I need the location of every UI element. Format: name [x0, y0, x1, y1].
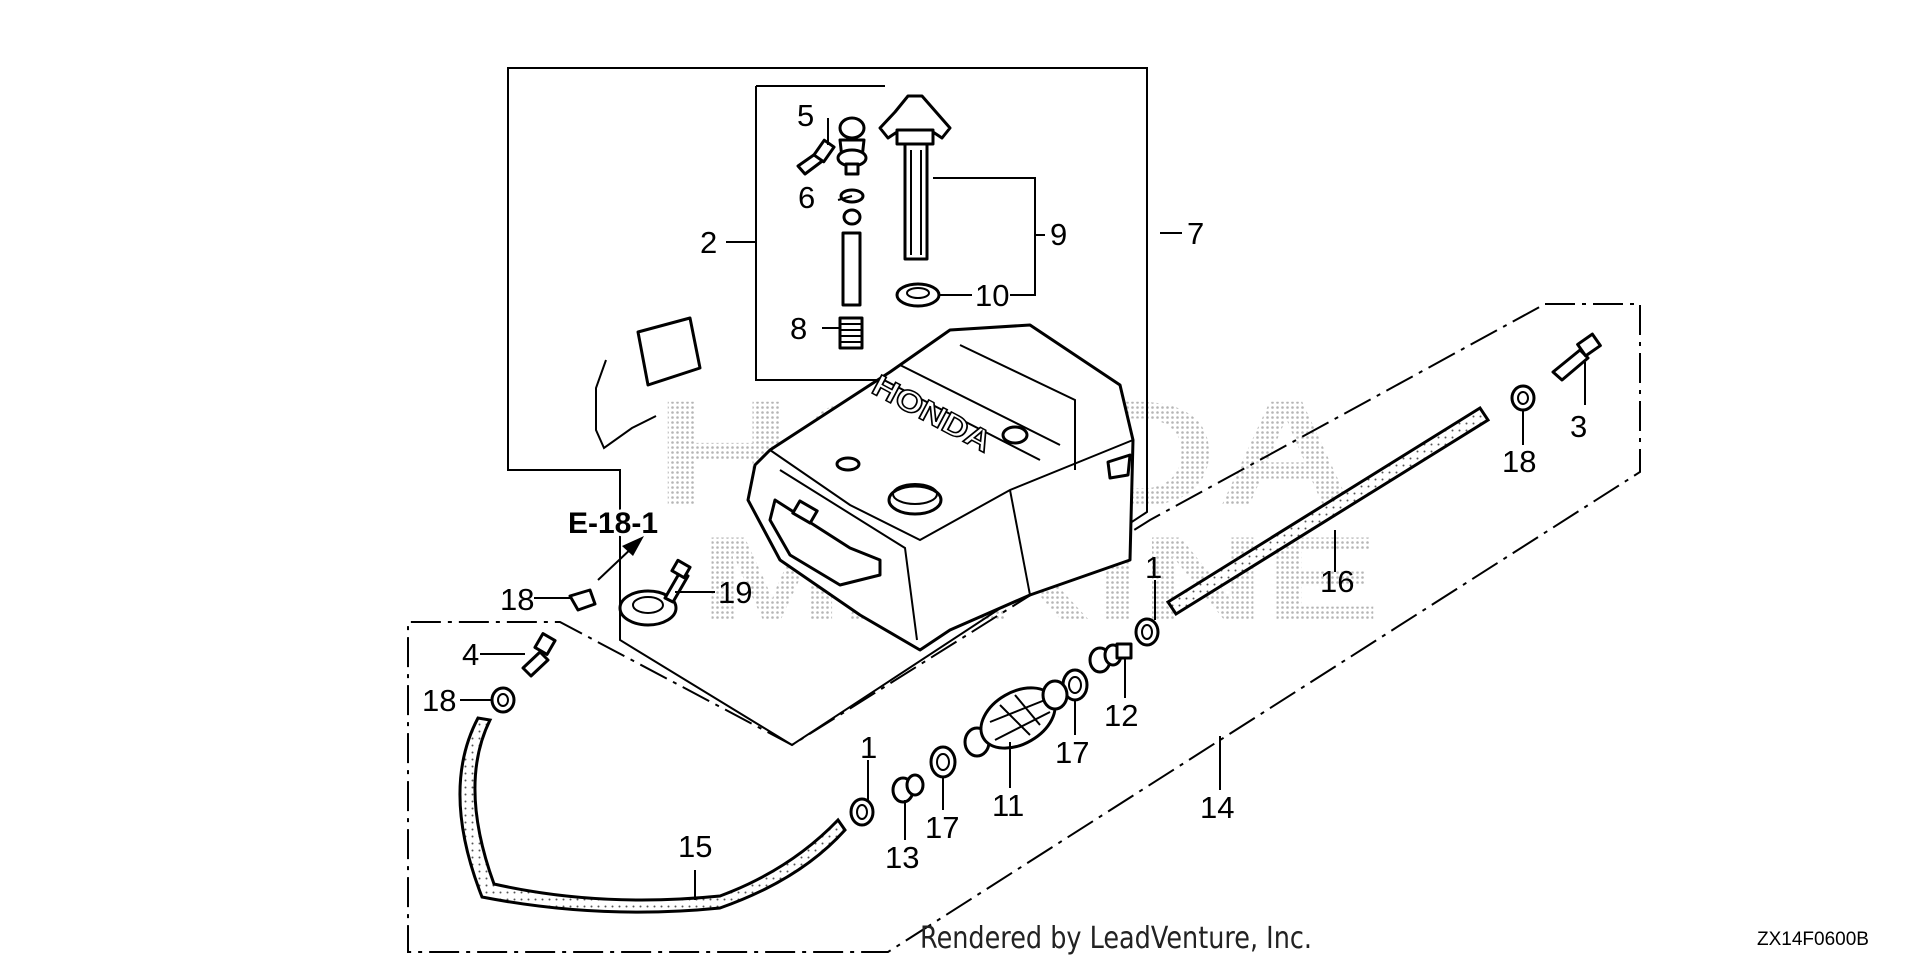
callout-11[interactable]: 11 — [992, 788, 1024, 823]
tank-joint[interactable] — [618, 558, 692, 627]
fuel-tube-15[interactable] — [458, 716, 847, 914]
hose-clip-upper[interactable] — [1134, 617, 1160, 647]
hose-clip-lower[interactable] — [849, 797, 875, 827]
callout-1-upper[interactable]: 1 — [1145, 550, 1162, 585]
fuel-tube-16[interactable] — [1165, 405, 1491, 617]
callout-17-right[interactable]: 17 — [1055, 735, 1089, 770]
callout-18-right[interactable]: 18 — [1502, 444, 1536, 479]
fuel-gauge[interactable] — [878, 94, 952, 261]
callout-2[interactable]: 2 — [700, 225, 717, 260]
fuel-gauge-set-outline — [755, 85, 885, 381]
callout-13[interactable]: 13 — [885, 840, 919, 875]
hose-connector[interactable] — [521, 632, 557, 678]
leader-lines — [460, 118, 1586, 900]
callout-18-upper[interactable]: 18 — [500, 582, 534, 617]
tank-assembly-outline — [507, 67, 1148, 747]
callout-14[interactable]: 14 — [1200, 790, 1234, 825]
vent-screw[interactable] — [796, 138, 836, 176]
joint-13[interactable] — [891, 773, 925, 804]
callout-6[interactable]: 6 — [798, 180, 815, 215]
gauge-tube[interactable] — [841, 231, 862, 307]
gasket[interactable] — [636, 316, 702, 387]
callout-18-lower[interactable]: 18 — [422, 683, 456, 718]
primer-bulb[interactable] — [963, 675, 1069, 760]
tube-assembly-outline[interactable] — [407, 303, 1641, 953]
nut-18b[interactable] — [490, 686, 516, 714]
nut-18c[interactable] — [1510, 384, 1536, 412]
callout-3[interactable]: 3 — [1570, 409, 1587, 444]
render-credit: Rendered by LeadVenture, Inc. — [920, 921, 1312, 956]
fuel-tank[interactable] — [746, 323, 1135, 652]
callout-12[interactable]: 12 — [1104, 698, 1138, 733]
callout-17-left[interactable]: 17 — [925, 810, 959, 845]
spring[interactable] — [838, 316, 864, 350]
joint-12[interactable] — [1088, 642, 1133, 674]
callout-4[interactable]: 4 — [462, 637, 479, 672]
connector[interactable] — [1551, 332, 1602, 382]
callouts: 5 6 2 8 9 10 7 3 18 16 1 12 17 11 14 1 1… — [422, 98, 1587, 875]
gauge-washer[interactable] — [895, 282, 941, 308]
diagram-code: ZX14F0600B — [1757, 929, 1869, 950]
callout-7[interactable]: 7 — [1187, 216, 1204, 251]
callout-15[interactable]: 15 — [678, 829, 712, 864]
callout-8[interactable]: 8 — [790, 311, 807, 346]
callout-16[interactable]: 16 — [1320, 564, 1354, 599]
callout-1-lower[interactable]: 1 — [860, 730, 877, 765]
callout-9[interactable]: 9 — [1050, 217, 1067, 252]
gauge-cap[interactable] — [842, 208, 862, 226]
cord[interactable] — [595, 359, 657, 450]
callout-19[interactable]: 19 — [718, 575, 752, 610]
reference-label[interactable]: E-18-1 — [565, 504, 661, 543]
vent-cap[interactable] — [836, 116, 868, 176]
washer-17b[interactable] — [929, 745, 957, 779]
callout-10[interactable]: 10 — [975, 278, 1009, 313]
callout-5[interactable]: 5 — [797, 98, 814, 133]
nut-18a[interactable] — [568, 588, 597, 612]
